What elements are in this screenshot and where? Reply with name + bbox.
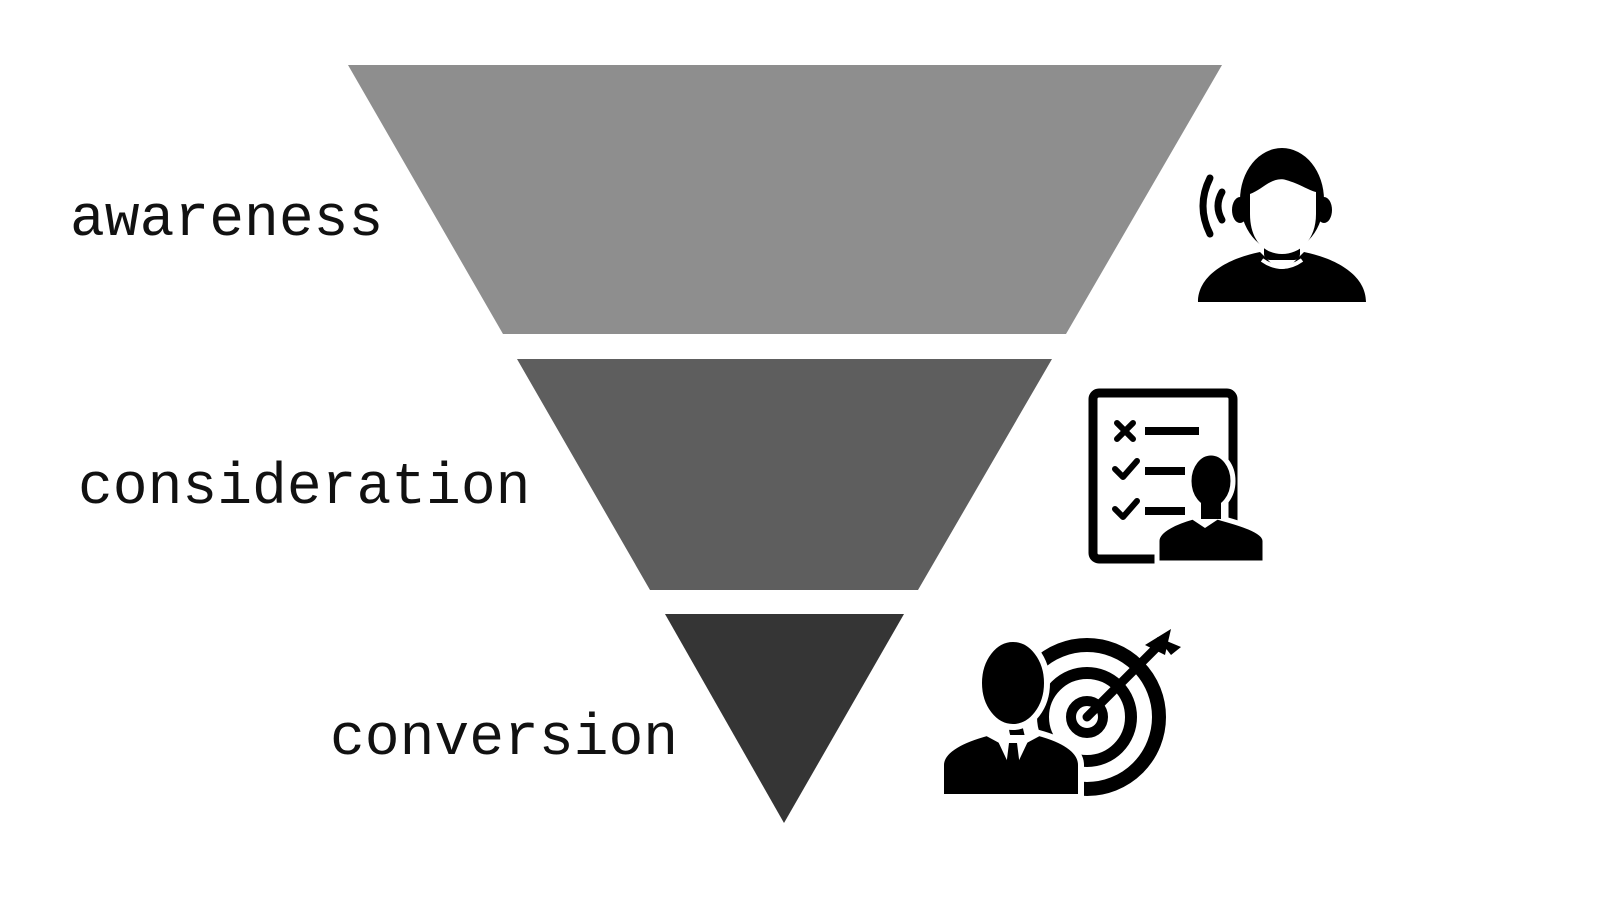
stage-label-consideration: consideration	[78, 456, 531, 521]
funnel-segment-awareness	[348, 65, 1222, 334]
stage-label-awareness: awareness	[70, 188, 384, 253]
stage-label-conversion: conversion	[330, 707, 679, 772]
checklist-person-icon	[1085, 385, 1270, 565]
person-listening-icon	[1190, 132, 1370, 307]
businessman-target-icon	[935, 625, 1185, 805]
funnel-segment-consideration	[517, 359, 1052, 590]
funnel-segment-conversion	[665, 614, 904, 823]
